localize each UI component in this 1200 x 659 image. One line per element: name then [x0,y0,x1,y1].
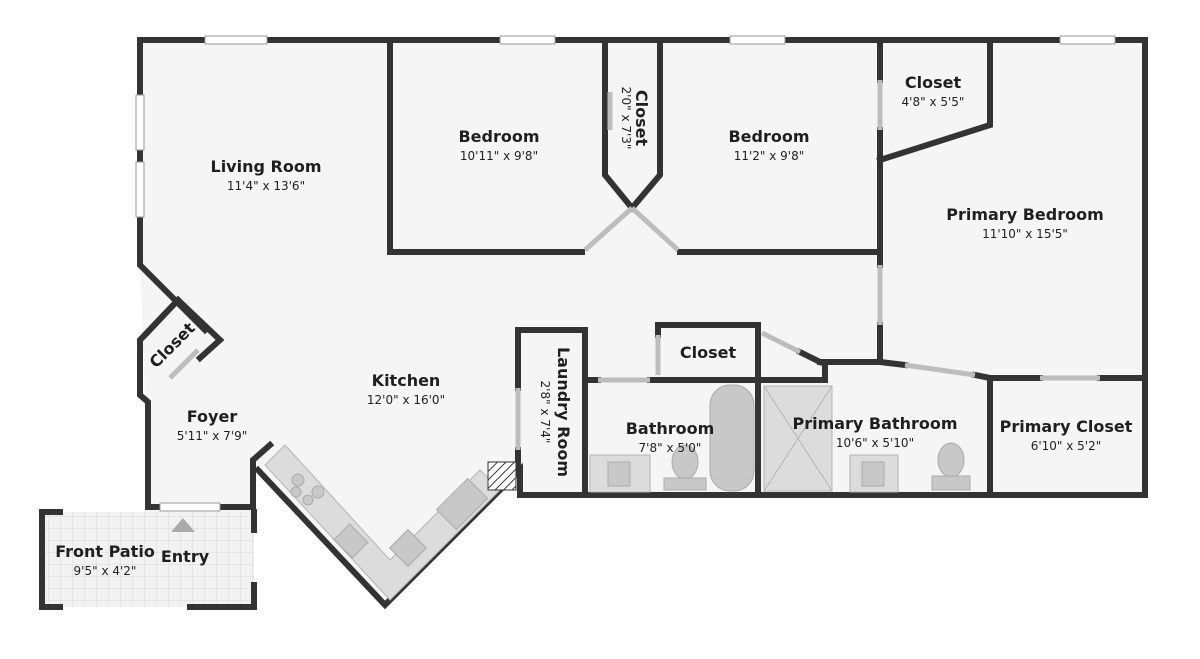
fixtures [264,384,971,601]
kitchen-name: Kitchen [372,371,441,390]
closet-primary-wall [876,37,993,164]
closet-hall-wall-left [602,37,637,213]
bathroom-name: Bathroom [626,419,715,438]
window [204,35,268,45]
window [159,502,221,512]
bathroom-wall-top-2 [755,359,828,383]
toilet-tank [663,477,707,491]
closet-hall-dims: 2'0" x 7'3" [619,87,633,150]
kitchen-dims: 12'0" x 16'0" [367,393,445,407]
primary-bedroom-dims: 11'10" x 15'5" [982,227,1068,241]
doors [168,80,1100,450]
door [168,348,200,380]
bedroom1-wall-left [387,37,585,255]
toilet-tank [931,475,971,491]
stove-burner-icon [311,485,325,499]
primary-bedroom-name: Primary Bedroom [946,205,1104,224]
bathroom-dims: 7'8" x 5'0" [639,441,702,455]
bedroom2-dims: 11'2" x 9'8" [734,149,805,163]
dishwasher-icon [388,528,428,568]
stove-burner-icon [291,473,305,487]
door [904,362,976,378]
bedroom1-dims: 10'11" x 9'8" [460,149,538,163]
closet-bath-wall [647,322,761,383]
front-patio-dims: 9'5" x 4'2" [74,564,137,578]
outer-wall-foyer-right [217,440,275,510]
closet-foyer-wall [140,295,225,363]
laundry-room-dims: 2'8" x 7'4" [538,381,552,444]
laundry-chute [487,461,517,491]
living-room-dims: 11'4" x 13'6" [227,179,305,193]
closet-bath-name: Closet [680,343,737,362]
primary-bath-wall-top [876,358,909,369]
primary-closet-dims: 6'10" x 5'2" [1031,439,1102,453]
window [1059,35,1116,45]
foyer-dims: 5'11" x 7'9" [177,429,248,443]
floors [42,40,1145,607]
closet-foyer-walls [140,295,225,363]
bedroom1-name: Bedroom [458,127,539,146]
windows [135,35,1116,512]
closet-primary-name: Closet [905,73,962,92]
stove-burner-icon [290,486,302,498]
primary-sink-icon [861,461,885,487]
bath-closet-angled [795,347,825,367]
closet-hall-wall-right [627,37,663,213]
laundry-wall [515,327,588,498]
entry-label: Entry [161,547,210,566]
patio-wall-left-v [39,509,63,610]
primary-closet-name: Primary Closet [1000,417,1133,436]
outer-wall-top [137,37,1148,498]
patio-wall-bottom-right [187,582,257,610]
door [760,330,802,355]
bedroom2-name: Bedroom [728,127,809,146]
toilet-icon [937,442,965,478]
front-patio-name: Front Patio [55,542,155,561]
patio-floor [42,512,254,607]
window [135,94,145,151]
living-room-name: Living Room [211,157,322,176]
laundry-room-name: Laundry Room [554,347,573,477]
entry-arrow-icon [171,518,195,532]
patio-walls [39,509,257,610]
stove-burner-icon [302,494,314,506]
window [135,161,145,218]
door [630,206,680,252]
primary-bathroom-dims: 10'6" x 5'10" [836,436,914,450]
door [583,206,634,252]
window [499,35,556,45]
refrigerator-icon [435,477,489,531]
primary-bathroom-name: Primary Bathroom [792,414,957,433]
primary-bath-wall-top-2 [971,371,1043,381]
bathroom-sink-icon [607,461,631,487]
closet-hall-name: Closet [632,90,651,147]
bathtub-icon [709,384,755,492]
window [729,35,786,45]
kitchen-sink-icon [333,523,369,559]
closet-primary-dims: 4'8" x 5'5" [902,95,965,109]
foyer-name: Foyer [187,407,238,426]
